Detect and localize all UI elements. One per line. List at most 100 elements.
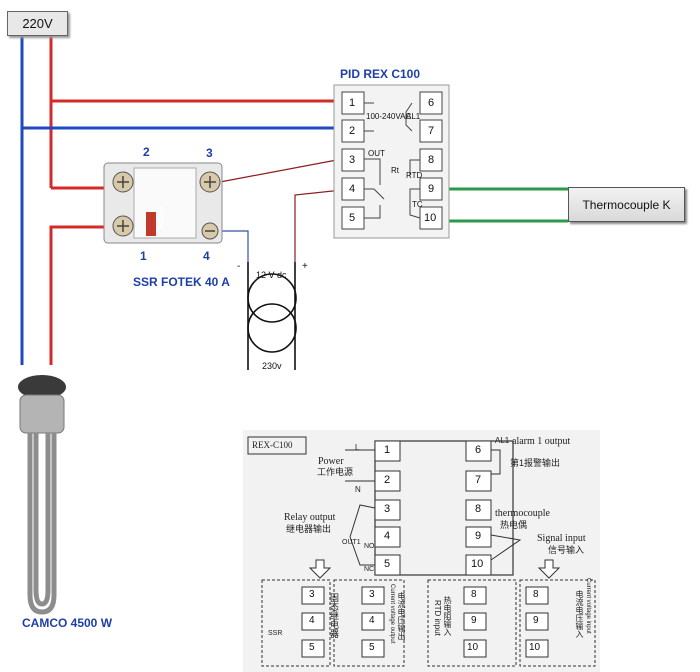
transformer-ac-label: 230v xyxy=(262,361,282,371)
schematic-relay-cn: 继电器输出 xyxy=(286,524,332,534)
sub-terminal-ssr-3: 3 xyxy=(309,589,315,600)
schematic-current-in: Current voltage input xyxy=(585,578,591,634)
schematic-terminal-4: 4 xyxy=(384,530,391,542)
ssr-screw-marks xyxy=(117,176,216,232)
heater-top-cap xyxy=(18,375,66,399)
schematic-sub-boxes xyxy=(261,579,596,667)
schematic-thermocouple-cn: 热电偶 xyxy=(500,520,528,530)
sub-terminal-rtd-8: 8 xyxy=(471,589,477,600)
ssr-brand: FOTEK xyxy=(158,205,166,230)
schematic-relay: Relay output xyxy=(284,512,336,523)
sub-terminal-cur-5: 5 xyxy=(369,642,375,653)
power-source-box: 220V xyxy=(7,11,68,36)
pid-internal-lines xyxy=(364,102,421,219)
schematic-alarm: alarm 1 output xyxy=(512,436,571,447)
schematic-al1: AL1 xyxy=(495,436,510,445)
pid-terminal-6: 6 xyxy=(428,97,435,109)
schematic-rtd-cn: 热电阻输入 xyxy=(443,596,452,636)
transformer-coil-top xyxy=(247,273,297,323)
pid-rt: Rt xyxy=(391,166,399,175)
red-wire-heater xyxy=(49,225,112,365)
ssr-terminal-1-label: 1 xyxy=(140,249,147,263)
pid-tc: TC xyxy=(412,200,423,209)
pid-terminal-8: 8 xyxy=(428,154,435,166)
ssr-red-band xyxy=(146,212,156,236)
schematic-terminal-3: 3 xyxy=(384,503,391,515)
ssr-terminal-3-label: 3 xyxy=(206,146,213,160)
schematic-right-terminals xyxy=(465,440,492,576)
schematic-L: L xyxy=(355,443,360,452)
thermocouple-box: Thermocouple K xyxy=(568,187,685,222)
sub-terminal-cur-3: 3 xyxy=(369,589,375,600)
schematic-no: NO xyxy=(364,543,375,550)
schematic-sub-terminals xyxy=(301,586,549,658)
sub-terminal-ssr-4: 4 xyxy=(309,615,315,626)
transformer-dc-label: 12 V dc xyxy=(256,270,287,280)
schematic-terminal-5: 5 xyxy=(384,558,391,570)
schematic-panel xyxy=(243,430,600,672)
schematic-terminal-6: 6 xyxy=(475,444,482,456)
schematic-current-in-cn: 电流电压输入 xyxy=(575,590,584,638)
down-arrow-icon-right xyxy=(537,559,561,579)
pid-terminal-7: 7 xyxy=(428,125,435,137)
wire-ssr3-pid3 xyxy=(219,158,343,183)
ssr-terminal-2-label: 2 xyxy=(143,145,150,159)
schematic-power-cn: 工作电源 xyxy=(317,467,354,477)
thermocouple-label: Thermocouple K xyxy=(582,197,671,212)
pid-terminal-5: 5 xyxy=(349,212,356,224)
ssr-terminal-4-label: 4 xyxy=(203,249,210,263)
ssr-title: SSR FOTEK 40 A xyxy=(133,275,230,289)
schematic-wiring xyxy=(345,449,522,566)
pid-title: PID REX C100 xyxy=(340,67,421,81)
transformer xyxy=(247,262,297,370)
schematic-power: Power xyxy=(318,456,344,467)
schematic-title: REX-C100 xyxy=(252,440,293,450)
schematic-current-out-cn: 电流电压输出 xyxy=(397,592,406,640)
pid-terminal-2: 2 xyxy=(349,125,356,137)
sub-terminal-rtd-9: 9 xyxy=(471,615,477,626)
schematic-title-box xyxy=(247,436,307,455)
transformer-coil-bottom xyxy=(247,303,297,353)
schematic-background xyxy=(243,430,600,672)
schematic-terminal-7: 7 xyxy=(475,474,482,486)
control-wires xyxy=(219,158,568,262)
schematic-terminal-2: 2 xyxy=(384,474,391,486)
schematic-nc: NC xyxy=(364,566,375,573)
heater-label: CAMCO 4500 W xyxy=(22,616,113,630)
pid-rtd: RTD xyxy=(406,171,423,180)
pid-right-terminals xyxy=(419,91,443,230)
sub-terminal-rtd-10: 10 xyxy=(467,642,479,653)
pid-al1: AL1 xyxy=(406,112,421,121)
ssr-module xyxy=(103,162,223,244)
pid-module xyxy=(333,84,450,239)
schematic-alarm-cn: 第1报警输出 xyxy=(510,458,561,468)
schematic-current-out: Current voltage output xyxy=(389,584,395,644)
power-label: 220V xyxy=(22,16,53,31)
schematic-signal-cn: 信号输入 xyxy=(548,545,585,555)
schematic-out1: OUT1 xyxy=(342,539,361,546)
transformer-minus: - xyxy=(237,261,241,272)
schematic-signal: Signal input xyxy=(537,533,586,544)
transformer-plus: + xyxy=(302,261,308,272)
pid-terminal-1: 1 xyxy=(349,97,356,109)
heater-flange xyxy=(19,394,65,434)
schematic-N: N xyxy=(355,485,361,494)
schematic-thermocouple: thermocouple xyxy=(495,508,550,519)
pid-out: OUT xyxy=(368,149,385,158)
sub-terminal-cur-4: 4 xyxy=(369,615,375,626)
heater-element xyxy=(18,375,66,615)
schematic-ssr-small: SSR xyxy=(268,630,283,637)
wire-ssr4-minus xyxy=(220,230,249,262)
schematic-ssr-cn: 固态继电器 xyxy=(329,593,339,638)
sub-terminal-in-10: 10 xyxy=(529,642,541,653)
schematic-terminal-10: 10 xyxy=(471,558,484,570)
schematic-terminal-1: 1 xyxy=(384,444,391,456)
schematic-left-terminals xyxy=(374,440,401,576)
pid-terminal-3: 3 xyxy=(349,154,356,166)
schematic-terminal-8: 8 xyxy=(475,503,482,515)
heater-coil xyxy=(27,433,57,615)
sub-terminal-in-8: 8 xyxy=(533,589,539,600)
pid-terminal-4: 4 xyxy=(349,183,356,195)
power-wires xyxy=(20,34,342,365)
